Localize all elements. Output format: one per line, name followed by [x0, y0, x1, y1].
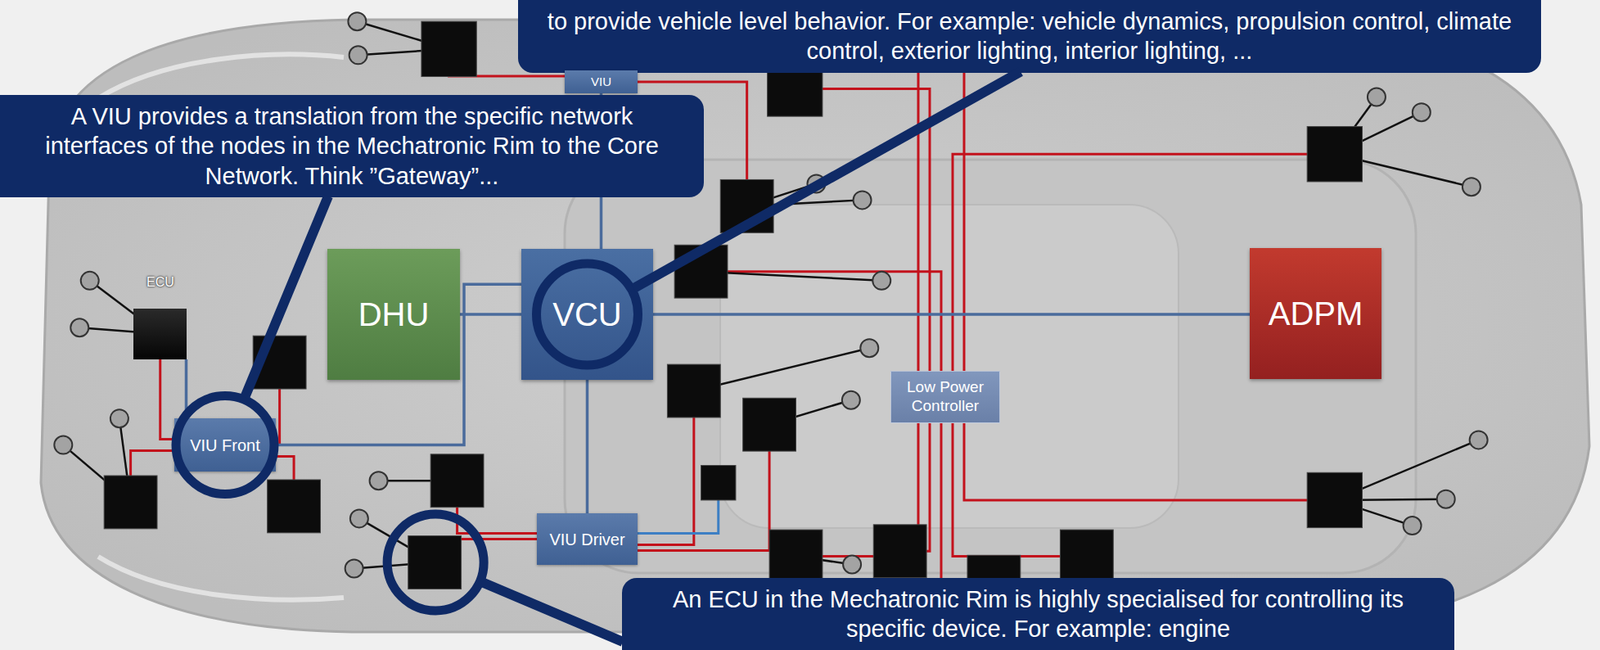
node-label: VIU: [590, 74, 612, 90]
network-link: [585, 379, 590, 514]
gateway-box: VIU Driver: [536, 513, 638, 565]
sensor: [860, 338, 879, 357]
ecu-box: [720, 179, 774, 233]
node-label: VIU Driver: [549, 529, 625, 550]
ecu-box: [769, 529, 823, 583]
leader-line: [482, 581, 623, 642]
callout-box: A VIU provides a translation from the sp…: [0, 94, 704, 198]
sensor: [345, 558, 364, 577]
unit-box: DHU: [327, 248, 460, 380]
car-roof: [720, 204, 1179, 528]
sensor: [806, 174, 825, 193]
ecu-box: [1059, 529, 1114, 583]
highlight-ring: [536, 263, 639, 366]
network-link: [653, 312, 1250, 316]
wire: [964, 40, 998, 397]
car-highlight: [98, 556, 344, 600]
ecu-box: [1307, 126, 1362, 182]
callout-text: A VIU provides a translation from the sp…: [19, 101, 685, 191]
highlight-ring: [175, 396, 275, 495]
network-link: [184, 359, 189, 419]
wire: [918, 40, 1080, 397]
wire: [941, 396, 994, 582]
car-cabin: [564, 159, 1416, 573]
unit-box: VCU: [521, 248, 654, 380]
node-label: ADPM: [1268, 295, 1364, 333]
sensor-lead: [701, 271, 883, 281]
sensor: [842, 391, 861, 410]
controller-box: Low Power Controller: [890, 370, 1001, 424]
sensor: [1437, 490, 1456, 509]
sensor: [347, 12, 366, 31]
leader-line: [633, 72, 1021, 289]
leader-line: [244, 196, 329, 398]
ecu-box: ECU: [122, 274, 199, 360]
node-label: DHU: [358, 296, 430, 334]
sensor: [1462, 177, 1481, 196]
ecu-box: [430, 454, 484, 508]
sensor: [1412, 103, 1431, 122]
ecu-box: [743, 397, 797, 451]
ecu-box: [103, 475, 158, 529]
ecu-box: [267, 479, 321, 533]
sensor: [110, 409, 129, 428]
ecu-box: [674, 244, 728, 298]
callout-box: An ECU in the Mechatronic Rim is highly …: [621, 577, 1455, 650]
sensor: [842, 554, 861, 573]
ecu-box: [408, 536, 462, 590]
sensor: [1367, 87, 1386, 106]
highlight-ring: [387, 513, 484, 611]
ecu-box: [421, 21, 477, 77]
node-label: VIU Front: [189, 435, 261, 456]
sensor: [369, 471, 388, 490]
node-label: VCU: [552, 296, 622, 334]
sensor: [1403, 516, 1422, 535]
ecu-square: [133, 308, 187, 360]
ecu-box: [873, 524, 927, 578]
callout-text: An ECU in the Mechatronic Rim is highly …: [641, 584, 1435, 645]
sensor: [872, 271, 891, 290]
sensor: [70, 318, 89, 337]
ecu-label: ECU: [146, 274, 175, 290]
sensor: [54, 436, 73, 455]
sensor: [1469, 430, 1488, 449]
ecu-box: [701, 465, 736, 501]
wire: [794, 88, 930, 397]
ecu-box: [667, 364, 721, 418]
ecu-box: [1307, 472, 1362, 528]
node-label: Low Power Controller: [891, 378, 1000, 416]
gateway-box: VIU: [564, 70, 638, 94]
gateway-box: VIU Front: [174, 418, 276, 472]
wire: [964, 396, 1335, 501]
callout-box: to provide vehicle level behavior. For e…: [518, 0, 1542, 73]
unit-box: ADPM: [1249, 247, 1382, 379]
sensor: [81, 271, 100, 290]
ecu-box: [252, 335, 307, 389]
callout-text: to provide vehicle level behavior. For e…: [537, 6, 1522, 67]
sensor: [349, 45, 368, 64]
network-link: [459, 312, 522, 316]
car-highlight: [98, 54, 344, 99]
sensor: [350, 509, 369, 528]
sensor: [853, 190, 872, 209]
